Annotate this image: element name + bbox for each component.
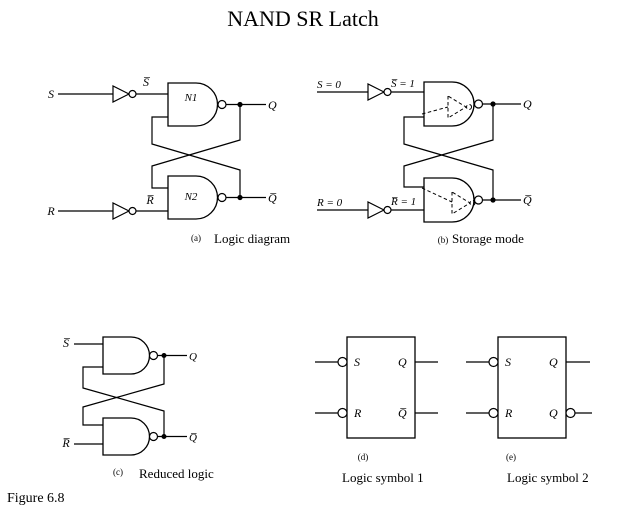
a-r-inverter-icon [112,202,131,220]
c-q-junction-dot [161,353,167,358]
c-qbar-label: Q̅ [189,432,197,444]
b-nand1-dashed-inverter-icon [447,95,467,119]
b-q-label: Q [523,97,532,111]
a-qbar-label: Q̅ [268,191,277,205]
b-feedback-q-to-lower-gate [403,104,494,188]
b-qbar-junction-dot [490,197,496,203]
b-nand2-gate-icon [423,177,475,223]
e-pin-r-label: R [504,406,513,420]
b-nand1-bubble-icon [473,99,484,109]
c-q-label: Q [189,351,197,363]
b-nand1-dashed-bubble-icon [466,104,472,110]
d-s-bubble-icon [337,356,348,368]
c-nand1-bubble-icon [148,350,159,361]
a-tag: (a) [191,233,201,243]
diagram-c-reduced-logic: S̅ R̅ Q Q̅ (c) Reduced logic [61,336,214,481]
d-r-bubble-icon [337,407,348,419]
b-nand2-dashed-bubble-icon [469,200,476,206]
b-tag: (b) [438,235,449,245]
c-tag: (c) [113,467,123,477]
b-nand1-dashed-lead [421,106,449,115]
d-tag: (d) [358,452,369,462]
b-qbar-label: Q̅ [523,193,532,207]
c-feedback-q-to-lower-gate [82,355,165,426]
b-input-s-label: S = 0 [317,79,341,91]
e-tag: (e) [506,452,516,462]
diagram-d-logic-symbol-1: S R Q Q̅ (d) Logic symbol 1 [315,336,438,485]
b-r-inverter-bubble-icon [383,205,392,215]
e-pin-q-bottom-label: Q [549,406,558,420]
a-feedback-q-to-n2 [151,104,241,189]
b-rbar-label: R̅ = 1 [390,196,416,208]
a-r-inverter-bubble-icon [128,206,137,216]
c-feedback-upper-gate-to-qbar [82,366,165,437]
b-s-inverter-icon [367,83,386,101]
b-feedback-upper-gate-to-qbar [403,116,494,200]
c-rbar-label: R̅ [61,436,70,450]
a-nand1-bubble-icon [217,99,227,110]
b-q-junction-dot [490,101,496,107]
b-nand1-gate-icon [423,81,475,127]
a-feedback-n1-to-qbar [151,116,241,198]
a-nand2-label: N2 [184,191,198,203]
b-nand2-bubble-icon [473,195,484,205]
b-nand2-dashed-lead [421,187,453,203]
e-pin-s-label: S [505,355,511,369]
b-caption: Storage mode [452,231,524,246]
d-pin-r-label: R [353,406,362,420]
e-symbol-box-icon [497,336,567,439]
d-caption: Logic symbol 1 [342,470,424,485]
a-input-r-label: R [46,204,55,218]
a-s-inverter-bubble-icon [128,89,137,99]
a-rbar-label: R̅ [145,193,154,207]
a-q-label: Q [268,98,277,112]
c-nand1-gate-icon [102,336,151,375]
d-pin-q-label: Q [398,355,407,369]
c-nand2-gate-icon [102,417,151,456]
a-s-inverter-icon [112,85,131,103]
d-pin-qbar-label: Q̅ [398,406,407,420]
b-sbar-label: S̅ = 1 [391,78,415,90]
a-nand2-gate-icon [167,175,219,220]
a-qbar-junction-dot [237,194,243,201]
e-pin-q-top-label: Q [549,355,558,369]
diagram-e-logic-symbol-2: S R Q Q (e) Logic symbol 2 [466,336,592,485]
e-s-bubble-icon [488,356,499,368]
figure-label: Figure 6.8 [7,491,65,506]
e-q-bottom-bubble-icon [565,407,576,419]
d-pin-s-label: S [354,355,360,369]
page-title: NAND SR Latch [227,6,379,31]
a-input-s-label: S [48,87,54,101]
c-sbar-label: S̅ [63,336,70,350]
a-nand2-bubble-icon [217,192,227,203]
e-r-bubble-icon [488,407,499,419]
b-input-r-label: R = 0 [316,197,343,209]
a-sbar-label: S̅ [143,75,150,89]
e-caption: Logic symbol 2 [507,470,589,485]
diagram-a-logic-diagram: S S̅ R R̅ N1 Q N2 Q̅ (a) Logic diagram [46,75,290,246]
b-s-inverter-bubble-icon [383,87,392,97]
a-caption: Logic diagram [214,231,290,246]
a-nand1-gate-icon [167,82,219,127]
b-nand2-dashed-inverter-icon [451,191,471,215]
diagram-b-storage-mode: S = 0 S̅ = 1 R = 0 R̅ = 1 Q Q̅ (b) [316,78,532,246]
a-nand1-label: N1 [184,92,198,104]
c-qbar-junction-dot [161,434,167,439]
a-q-junction-dot [237,101,243,108]
c-nand2-bubble-icon [148,431,159,442]
d-symbol-box-icon [346,336,416,439]
c-caption: Reduced logic [139,466,214,481]
b-r-inverter-icon [367,201,386,219]
